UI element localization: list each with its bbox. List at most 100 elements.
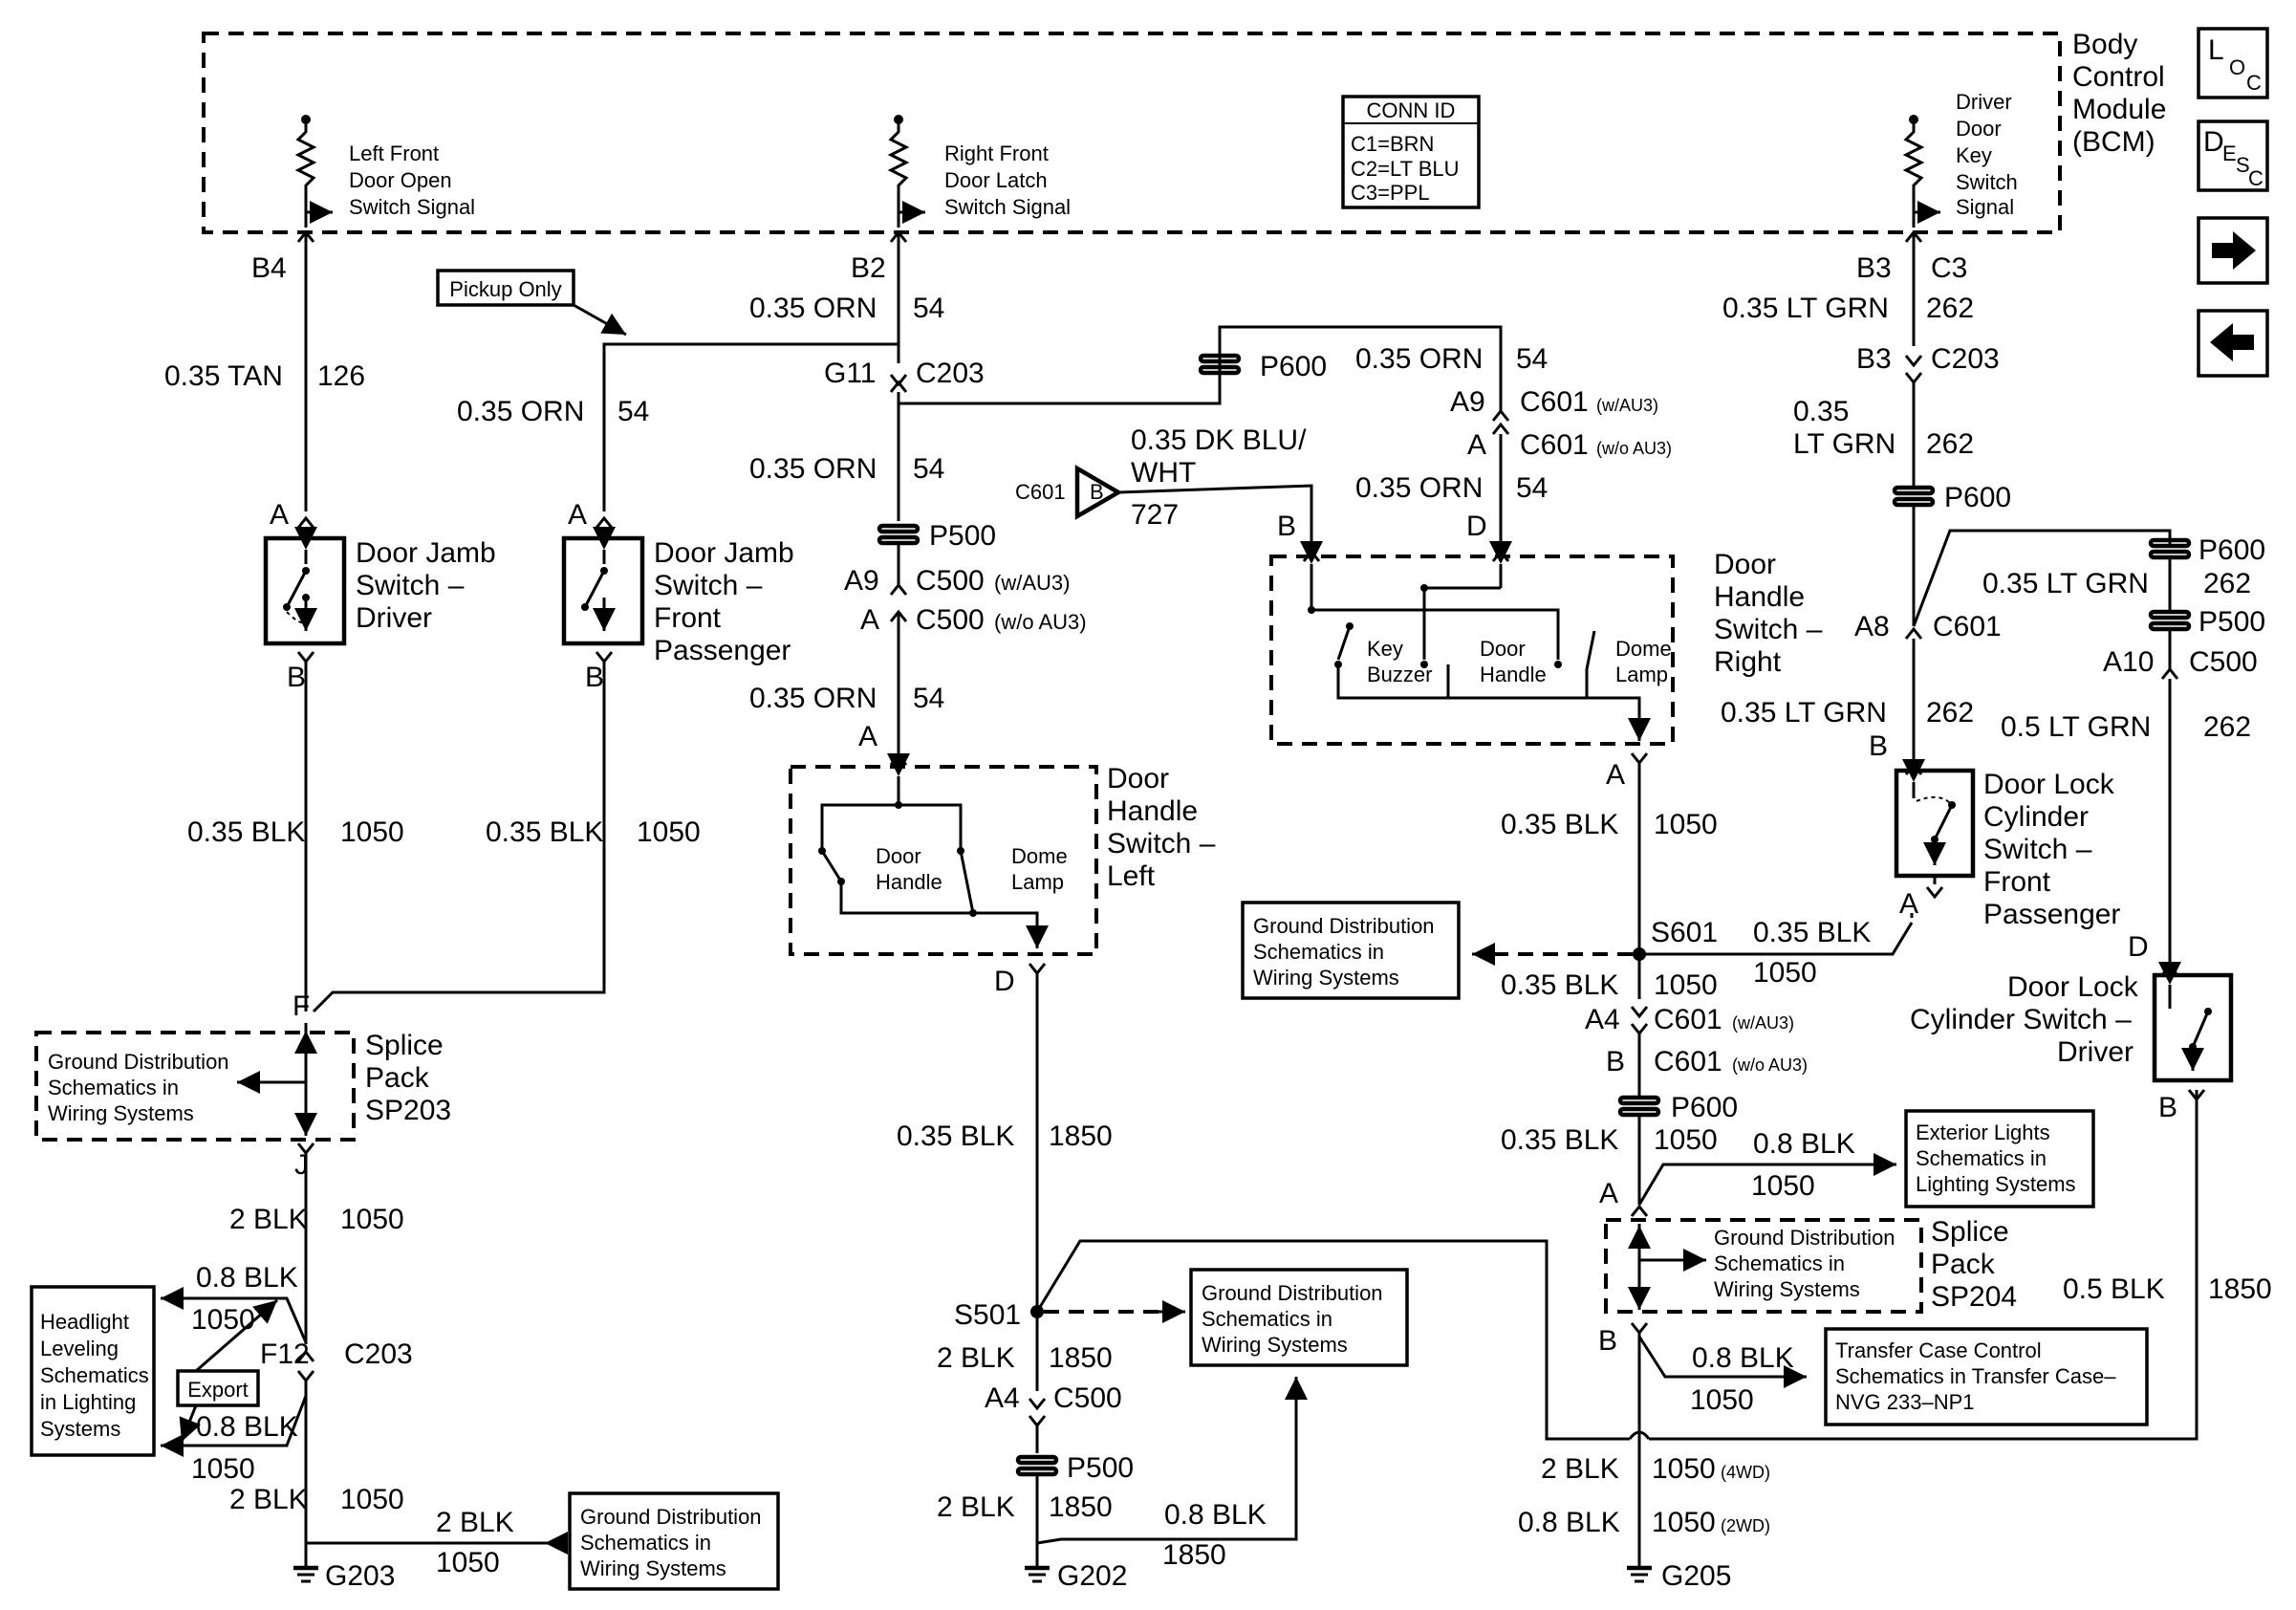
svg-text:A9: A9	[1450, 386, 1485, 418]
svg-text:B3: B3	[1856, 343, 1892, 375]
svg-text:1050: 1050	[340, 816, 404, 848]
svg-text:(w/o AU3): (w/o AU3)	[1732, 1055, 1808, 1075]
headlight-leveling-callout: Headlight Leveling Schematics in Lightin…	[30, 1262, 308, 1485]
svg-text:Lighting Systems: Lighting Systems	[1916, 1172, 2076, 1196]
ground-distribution-callout-s601: Ground Distribution Schematics in Wiring…	[1241, 901, 1461, 1000]
svg-text:Door Lock: Door Lock	[1983, 769, 2115, 800]
svg-text:0.35 BLK: 0.35 BLK	[1501, 969, 1618, 1001]
p600-connector-lower: P600	[1617, 1092, 1738, 1123]
svg-text:Switch Signal: Switch Signal	[944, 195, 1071, 219]
p500-connector-center: P500	[877, 520, 996, 552]
export-callout: Export	[176, 1298, 278, 1443]
location-button[interactable]: L O C	[2197, 27, 2269, 99]
svg-text:Passenger: Passenger	[654, 635, 791, 666]
p600-connector-right: P600	[1892, 482, 2011, 513]
svg-text:C601: C601	[1654, 1046, 1722, 1077]
svg-text:(w/o AU3): (w/o AU3)	[1596, 439, 1672, 458]
svg-text:Transfer Case Control: Transfer Case Control	[1835, 1338, 2042, 1362]
next-page-button[interactable]	[2197, 216, 2269, 285]
bcm-box	[202, 32, 2062, 234]
svg-text:G202: G202	[1057, 1560, 1127, 1592]
door-lock-cylinder-switch-front-passenger: Door Lock Cylinder Switch – Front Passen…	[1894, 759, 2120, 930]
svg-text:F: F	[292, 990, 310, 1022]
svg-text:B: B	[1090, 480, 1104, 504]
svg-text:(4WD): (4WD)	[1721, 1463, 1770, 1482]
svg-text:S: S	[2236, 153, 2250, 177]
svg-text:0.8 BLK: 0.8 BLK	[196, 1262, 298, 1294]
door-handle-switch-right: Key Buzzer Door Handle Dome Lamp Door Ha…	[1269, 541, 1823, 746]
svg-text:NVG 233–NP1: NVG 233–NP1	[1835, 1390, 1975, 1414]
svg-text:Schematics in: Schematics in	[1202, 1307, 1332, 1331]
door-handle-switch-left: Door Handle Dome Lamp Door Handle Switch…	[789, 753, 1216, 956]
svg-text:727: 727	[1131, 499, 1179, 531]
svg-text:A: A	[858, 721, 877, 752]
description-button[interactable]: D E S C	[2197, 120, 2269, 192]
svg-text:126: 126	[317, 360, 365, 392]
svg-text:Left: Left	[1107, 860, 1156, 892]
svg-text:Wiring Systems: Wiring Systems	[48, 1101, 194, 1125]
svg-text:1050: 1050	[1652, 1453, 1716, 1485]
svg-text:54: 54	[1516, 343, 1548, 375]
svg-text:D: D	[1466, 511, 1487, 542]
svg-text:Switch –: Switch –	[1983, 834, 2092, 865]
svg-text:Door Open: Door Open	[349, 168, 452, 192]
svg-text:54: 54	[1516, 472, 1548, 504]
svg-text:1050: 1050	[1753, 957, 1817, 989]
svg-text:0.35 ORN: 0.35 ORN	[749, 293, 877, 324]
circuit-54-front-passenger: 0.35 ORN 54 A	[457, 342, 899, 531]
svg-text:Pack: Pack	[1931, 1249, 1996, 1280]
svg-text:1050: 1050	[1654, 809, 1718, 840]
svg-text:C500: C500	[916, 565, 985, 597]
svg-text:Splice: Splice	[365, 1030, 444, 1061]
svg-text:C500: C500	[2189, 646, 2258, 678]
svg-text:262: 262	[1926, 293, 1974, 324]
svg-text:1850: 1850	[1049, 1491, 1113, 1523]
svg-text:A: A	[1599, 1178, 1618, 1209]
svg-text:C: C	[2248, 166, 2264, 190]
svg-text:1050: 1050	[436, 1547, 500, 1578]
svg-text:Door: Door	[876, 844, 921, 868]
ground-distribution-callout-s501: Ground Distribution Schematics in Wiring…	[1189, 1268, 1409, 1367]
svg-text:Buzzer: Buzzer	[1367, 663, 1432, 686]
circuit-1050-to-g203: J 2 BLK 1050 F12 C203 2 BLK 1050	[229, 1142, 413, 1558]
svg-text:Driver: Driver	[1956, 90, 2012, 114]
svg-text:1050: 1050	[191, 1453, 255, 1485]
svg-text:B: B	[287, 662, 306, 693]
circuit-1050-driver: B 0.35 BLK 1050 F	[187, 651, 404, 1022]
svg-text:(w/AU3): (w/AU3)	[1596, 396, 1658, 415]
svg-text:P500: P500	[1067, 1452, 1134, 1484]
svg-text:C601: C601	[1520, 386, 1589, 418]
svg-text:0.35 TAN: 0.35 TAN	[164, 360, 283, 392]
svg-text:Schematics in: Schematics in	[1916, 1146, 2047, 1170]
svg-text:C601: C601	[1654, 1004, 1722, 1035]
svg-text:262: 262	[2203, 568, 2251, 599]
svg-text:A: A	[1899, 888, 1918, 920]
p600-p500-right: P600 0.35 LT GRN 262 P500 A10 C500 0.5 L…	[1982, 534, 2265, 976]
svg-text:P500: P500	[2199, 606, 2265, 638]
svg-text:0.35 BLK: 0.35 BLK	[1501, 809, 1618, 840]
circuit-1850-crossover	[1080, 1090, 2199, 1441]
svg-text:B4: B4	[251, 252, 287, 284]
svg-text:A: A	[860, 604, 879, 636]
svg-text:1050: 1050	[1690, 1384, 1754, 1416]
svg-text:Switch: Switch	[1956, 170, 2018, 194]
svg-text:Switch –: Switch –	[1107, 828, 1216, 859]
svg-text:J: J	[294, 1149, 309, 1181]
p600-connector-top: P600	[1198, 325, 1503, 411]
svg-text:Schematics in: Schematics in	[48, 1076, 179, 1099]
svg-text:0.8 BLK: 0.8 BLK	[1518, 1507, 1620, 1538]
svg-text:(w/o AU3): (w/o AU3)	[994, 610, 1087, 634]
previous-page-button[interactable]	[2197, 309, 2269, 378]
svg-text:SP204: SP204	[1931, 1281, 2017, 1313]
svg-text:A10: A10	[2103, 646, 2154, 678]
svg-text:C500: C500	[1053, 1382, 1122, 1414]
svg-text:Ground Distribution: Ground Distribution	[580, 1505, 762, 1529]
svg-text:0.35 ORN: 0.35 ORN	[1355, 472, 1483, 504]
transfer-case-callout: Transfer Case Control Schematics in Tran…	[1824, 1327, 2149, 1426]
g203-branch: Ground Distribution Schematics in Wiring…	[306, 1491, 780, 1591]
svg-text:1850: 1850	[1162, 1539, 1226, 1571]
svg-text:0.35 DK BLU/: 0.35 DK BLU/	[1131, 424, 1307, 456]
svg-text:1050: 1050	[340, 1204, 404, 1235]
svg-text:Cylinder: Cylinder	[1983, 801, 2089, 833]
door-jamb-switch-driver: Door Jamb Switch – Driver	[263, 527, 496, 646]
